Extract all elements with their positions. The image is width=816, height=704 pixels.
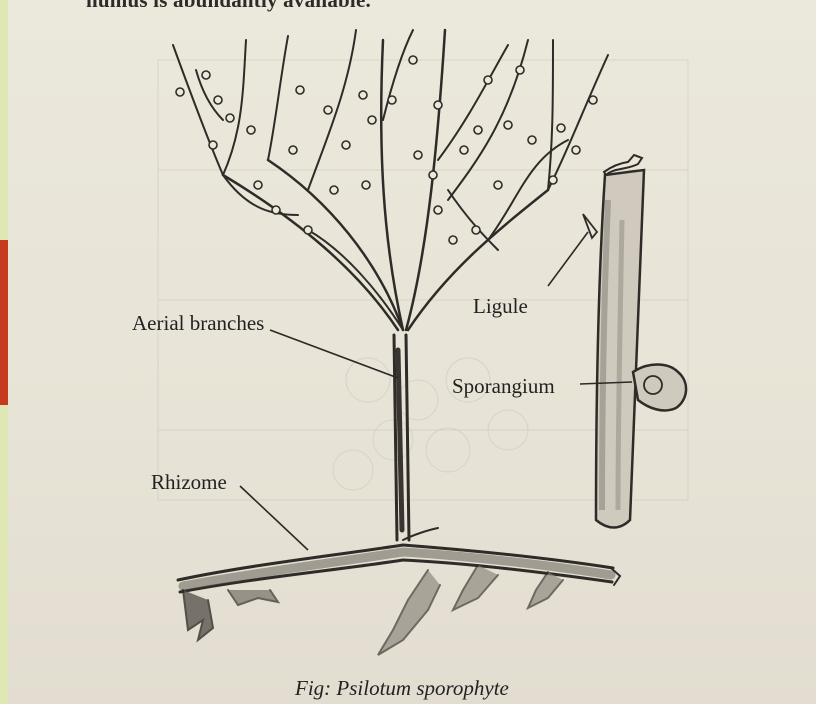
rhizome-drawing [178, 528, 620, 655]
psilotum-drawing [8, 0, 816, 704]
psilotum-figure: humus is abundantly available. [8, 0, 816, 704]
label-sporangium: Sporangium [452, 374, 555, 399]
label-rhizome: Rhizome [151, 470, 227, 495]
enlarged-branch-drawing [583, 155, 686, 528]
label-ligule: Ligule [473, 294, 528, 319]
label-aerial-branches: Aerial branches [132, 311, 264, 336]
figure-caption: Fig: Psilotum sporophyte [295, 676, 509, 701]
aerial-branches-drawing [173, 30, 608, 540]
